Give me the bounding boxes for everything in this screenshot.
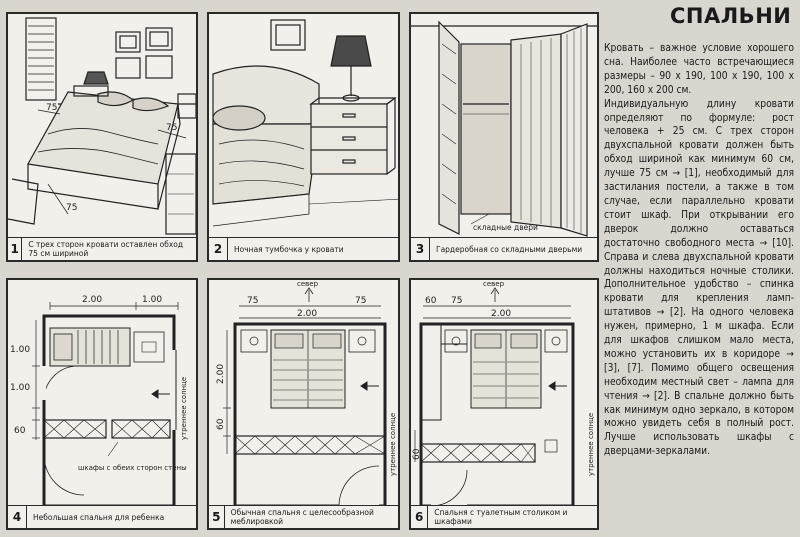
figure-number: 5 — [209, 506, 225, 528]
figure-2-drawing — [212, 19, 398, 227]
article-body: Кровать – важное условие хорошего сна. Н… — [604, 42, 794, 459]
dim-label: 1.00 — [10, 345, 30, 355]
figure-2-caption: 2 Ночная тумбочка у кровати — [209, 237, 398, 260]
figure-6-drawing: 60 75 север 2.00 60 утреннее солнце — [412, 280, 595, 508]
dim-label: 75 — [66, 203, 77, 213]
dim-label: 2.00 — [297, 309, 317, 319]
sun-label: утреннее солнце — [389, 413, 397, 476]
paragraph: Индивидуальную длину кровати определяют … — [604, 98, 794, 458]
figure-3-drawing: складные двери — [411, 20, 597, 237]
figure-4-drawing: 2.00 1.00 1.00 1.00 60 утреннее солнце ш… — [10, 295, 188, 508]
figure-number: 2 — [209, 238, 228, 260]
north-label: север — [297, 280, 319, 288]
figure-3: складные двери 3 Гардеробная со складным… — [409, 12, 599, 262]
figure-5-drawing: север 75 75 2.00 2.00 60 утреннее солнце — [216, 280, 397, 508]
figure-3-caption: 3 Гардеробная со складными дверьми — [411, 237, 597, 260]
figure-number: 4 — [8, 506, 27, 528]
paragraph: Кровать – важное условие хорошего сна. Н… — [604, 43, 794, 96]
figure-2: 2 Ночная тумбочка у кровати — [207, 12, 400, 262]
dim-label: 1.00 — [10, 383, 30, 393]
dim-label: 75 — [355, 296, 366, 306]
dim-label: 75 — [46, 103, 57, 113]
dim-label: 60 — [216, 418, 226, 430]
dim-label: 75 — [247, 296, 258, 306]
wardrobe-label: складные двери — [473, 223, 538, 232]
figure-6: 60 75 север 2.00 60 утреннее солнце 6 Сп… — [409, 278, 599, 530]
caption-text: Обычная спальня с целесообразной меблиро… — [230, 508, 374, 526]
dim-label: 60 — [412, 448, 422, 460]
caption-text: Спальня с туалетным столиком и шкафами — [434, 508, 568, 526]
figure-1-drawing: 75 75 75 — [8, 17, 196, 235]
figure-5: север 75 75 2.00 2.00 60 утреннее солнце… — [207, 278, 400, 530]
dim-label: 75 — [451, 296, 462, 306]
dim-label: 75 — [166, 123, 177, 133]
figure-5-caption: 5 Обычная спальня с целесообразной мебли… — [209, 505, 398, 528]
page-title: СПАЛЬНИ — [670, 4, 792, 28]
figure-number: 6 — [411, 506, 429, 528]
dim-label: 1.00 — [142, 295, 162, 305]
sun-label: утреннее солнце — [180, 377, 188, 440]
caption-text: Небольшая спальня для ребенка — [33, 512, 165, 522]
caption-text: С трех сторон кровати оставлен обход 75 … — [28, 240, 184, 258]
note-label: шкафы с обеих сторон стены — [78, 464, 187, 472]
figure-1: 75 75 75 1 С трех сторон кровати оставле… — [6, 12, 198, 262]
dim-label: 60 — [14, 426, 26, 436]
dim-label: 2.00 — [491, 309, 511, 319]
north-label: север — [483, 280, 505, 288]
dim-label: 2.00 — [82, 295, 102, 305]
dim-label: 60 — [425, 296, 437, 306]
sun-label: утреннее солнце — [587, 413, 595, 476]
caption-text: Ночная тумбочка у кровати — [234, 244, 344, 254]
figure-4: 2.00 1.00 1.00 1.00 60 утреннее солнце ш… — [6, 278, 198, 530]
figure-number: 3 — [411, 238, 430, 260]
figure-6-caption: 6 Спальня с туалетным столиком и шкафами — [411, 505, 597, 528]
figure-4-caption: 4 Небольшая спальня для ребенка — [8, 505, 196, 528]
caption-text: Гардеробная со складными дверьми — [436, 244, 583, 254]
dim-label: 2.00 — [216, 364, 226, 384]
figure-1-caption: 1 С трех сторон кровати оставлен обход 7… — [8, 237, 196, 260]
figure-number: 1 — [8, 238, 23, 260]
